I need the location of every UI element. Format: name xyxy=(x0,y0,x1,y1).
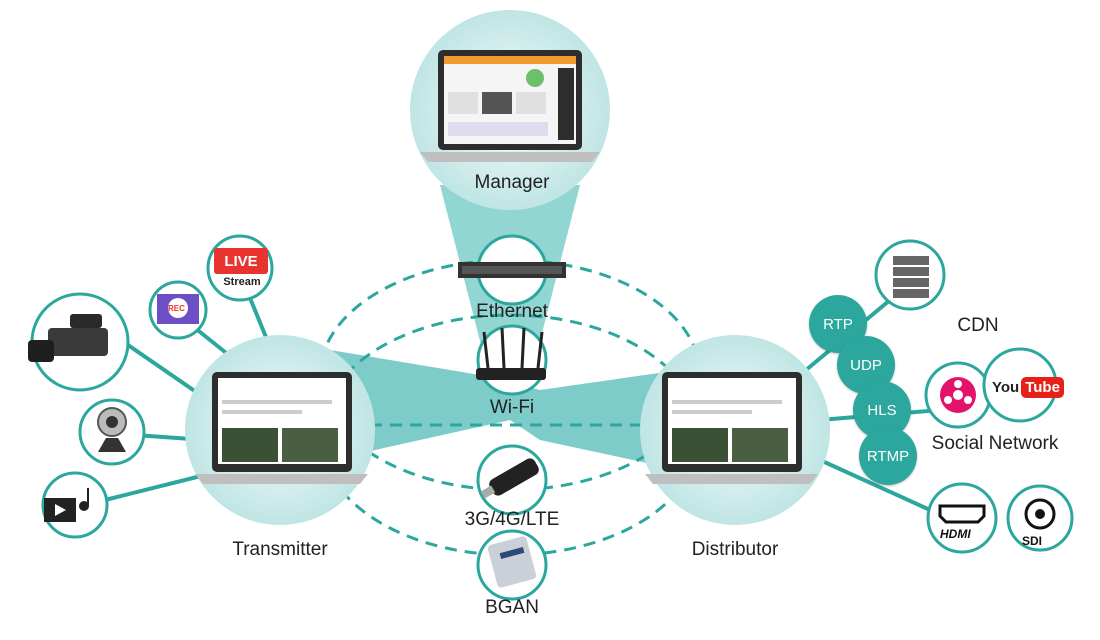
ethernet-label: Ethernet xyxy=(476,301,548,322)
hdmi-port-icon xyxy=(938,504,986,524)
transmitter-label: Transmitter xyxy=(232,539,328,560)
manager-label: Manager xyxy=(474,172,550,193)
bgan-label: BGAN xyxy=(485,597,539,618)
live-badge: LIVE xyxy=(214,248,268,274)
manager-laptop-icon xyxy=(420,50,600,162)
social-network-label: Social Network xyxy=(931,433,1059,454)
wifi-label: Wi-Fi xyxy=(489,397,535,418)
server-rack-icon xyxy=(893,256,929,298)
camcorder-icon xyxy=(28,314,108,362)
usb-modem-icon xyxy=(480,458,539,499)
sdi-connector-icon xyxy=(1024,498,1056,530)
stream-label: Stream xyxy=(223,276,261,288)
cdn-label: CDN xyxy=(957,315,999,336)
cellular-label: 3G/4G/LTE xyxy=(464,509,560,530)
youtube-you-text: You xyxy=(992,378,1020,396)
hdmi-label: HDMI xyxy=(940,527,971,541)
distributor-laptop-icon xyxy=(645,372,818,484)
distributor-label: Distributor xyxy=(691,539,779,560)
media-reel-icon xyxy=(940,377,976,413)
rec-monitor-icon xyxy=(157,294,199,324)
wifi-router-icon xyxy=(476,327,546,380)
protocol-rtmp: RTMP xyxy=(859,427,917,485)
youtube-tube-text: Tube xyxy=(1021,376,1064,398)
sdi-label: SDI xyxy=(1022,534,1043,548)
bgan-terminal-icon xyxy=(487,536,537,588)
rec-label: REC xyxy=(168,304,185,313)
hdmi-ring xyxy=(926,482,998,554)
video-music-icon xyxy=(44,488,89,522)
data-beam xyxy=(330,350,680,470)
ethernet-switch-icon xyxy=(458,262,566,278)
webcam-icon xyxy=(97,407,127,452)
transmitter-laptop-icon xyxy=(195,372,368,484)
